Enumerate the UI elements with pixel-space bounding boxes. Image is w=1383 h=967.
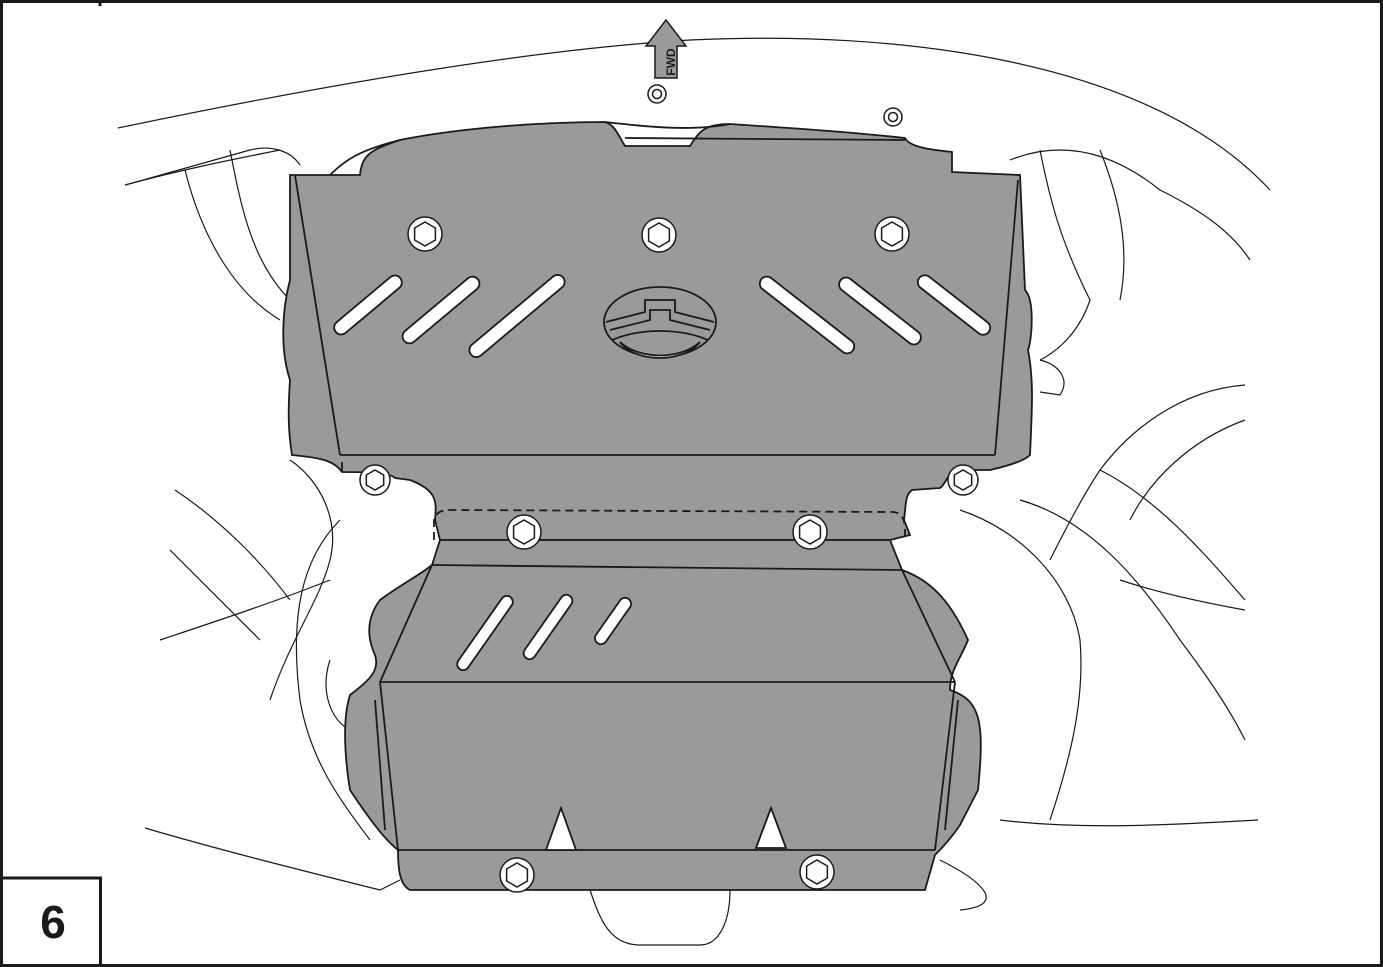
step-number-box [0, 876, 102, 967]
bolt-icon [799, 854, 835, 890]
direction-label: FWD [664, 48, 678, 76]
bolt-icon [506, 514, 542, 550]
skid-plate-logo-icon [603, 286, 717, 359]
bolt-icon [874, 216, 910, 252]
bolt-icon [499, 857, 535, 893]
forward-arrow-icon: FWD [644, 18, 688, 79]
overlap-indicator [433, 509, 906, 540]
bolt-icon [883, 107, 903, 127]
bolt-icon [947, 464, 979, 496]
vent-slots-upper [333, 274, 992, 358]
plate-tabs [544, 805, 788, 851]
bolt-icon [407, 216, 443, 252]
bolt-icon [641, 217, 677, 253]
vent-slots-lower [456, 593, 632, 672]
plate-bolts [359, 216, 979, 893]
vehicle-underbody-lines [117, 37, 1271, 946]
bolt-icon [647, 84, 667, 104]
lower-skid-plate [344, 539, 982, 891]
bolt-icon [359, 464, 391, 496]
bolt-icon [792, 514, 828, 550]
